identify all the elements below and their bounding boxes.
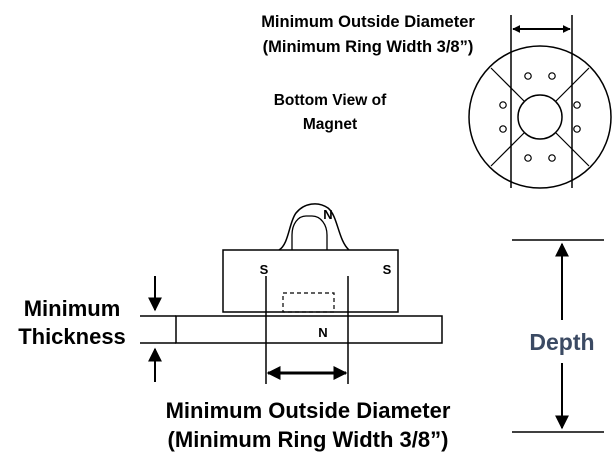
divider-line xyxy=(490,132,525,167)
depth-dimension xyxy=(512,239,604,433)
magnet-handle xyxy=(278,203,350,251)
bottom-label-line2: (Minimum Ring Width 3/8”) xyxy=(168,427,449,452)
handle-pole-marking: N xyxy=(323,207,332,222)
divider-line xyxy=(555,132,590,167)
bottom-label-line1: Minimum Outside Diameter xyxy=(166,398,451,423)
bottom-view-label-line1: Bottom View of xyxy=(274,92,387,109)
thickness-label-line1: Minimum xyxy=(24,296,121,321)
top-label-line2: (Minimum Ring Width 3/8”) xyxy=(263,38,474,56)
divider-line xyxy=(555,67,590,102)
right-pole-marking: S xyxy=(383,262,392,277)
side-view-magnet xyxy=(175,203,443,384)
magnet-handle-inner xyxy=(291,215,328,250)
left-pole-marking: S xyxy=(260,262,269,277)
thickness-dimension xyxy=(140,276,176,382)
inner-circle xyxy=(517,94,563,140)
plate-pole-marking: N xyxy=(318,325,327,340)
thickness-label-line2: Thickness xyxy=(18,324,126,349)
divider-line xyxy=(490,67,525,102)
top-label-line1: Minimum Outside Diameter xyxy=(261,13,475,31)
magnet-body xyxy=(222,249,399,313)
depth-label: Depth xyxy=(529,329,594,355)
mounting-holes xyxy=(499,72,581,162)
outer-circle xyxy=(468,45,612,189)
bottom-view-magnet xyxy=(468,15,612,189)
center-recess xyxy=(282,292,335,313)
bottom-view-label-line2: Magnet xyxy=(303,116,357,133)
workpiece-plate xyxy=(175,315,443,344)
